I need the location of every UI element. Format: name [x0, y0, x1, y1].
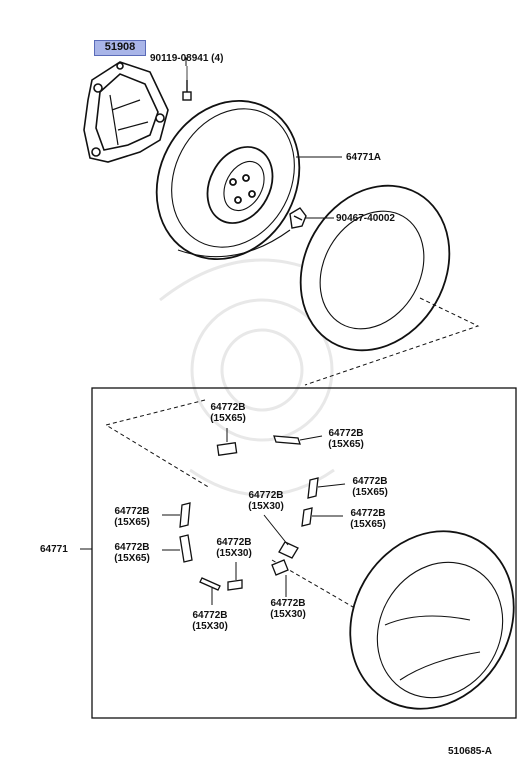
tire: [299, 184, 451, 352]
block-label-3[interactable]: 64772B(15X65): [352, 476, 388, 498]
block-leaders: [162, 428, 346, 605]
block-label-6[interactable]: 64772B(15X65): [350, 508, 386, 530]
block-label-1[interactable]: 64772B(15X65): [210, 402, 246, 424]
part-clip-label[interactable]: 90467-40002: [336, 213, 395, 224]
diagram-code: 510685-A: [448, 746, 492, 757]
clip: [289, 207, 307, 229]
block-label-10[interactable]: 64772B(15X30): [270, 598, 306, 620]
block-label-4[interactable]: 64772B(15X30): [248, 490, 284, 512]
block-label-9[interactable]: 64772B(15X30): [192, 610, 228, 632]
block-label-5[interactable]: 64772B(15X65): [114, 506, 150, 528]
part-cover-label[interactable]: 64771: [40, 544, 68, 555]
part-wheel-label[interactable]: 64771A: [346, 152, 382, 163]
cushion-blocks: [179, 435, 319, 591]
part-51908-label[interactable]: 51908: [104, 41, 136, 53]
bolt: [182, 66, 192, 101]
block-label-7[interactable]: 64772B(15X65): [114, 542, 150, 564]
block-label-2[interactable]: 64772B(15X65): [328, 428, 364, 450]
cover-group-frame: [91, 387, 517, 719]
leader-lines: [185, 57, 480, 386]
carrier-bracket: [83, 61, 169, 163]
block-label-8[interactable]: 64772B(15X30): [216, 537, 252, 559]
spare-wheel: [155, 99, 301, 261]
guide-lines: [104, 399, 411, 641]
tire-cover: [349, 530, 515, 710]
highlight-box: [94, 40, 146, 56]
part-bolt-label[interactable]: 90119-08941 (4): [150, 53, 224, 64]
